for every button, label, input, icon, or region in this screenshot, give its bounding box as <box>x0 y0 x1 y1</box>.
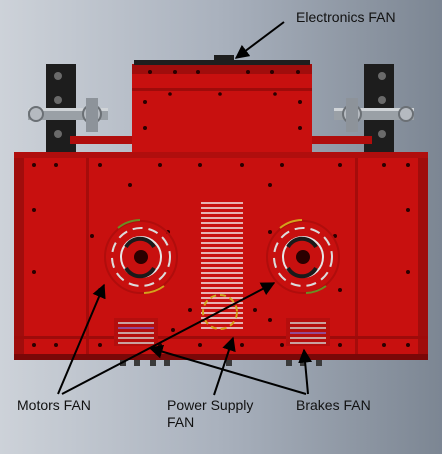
power-supply-fan-label-line2: FAN <box>167 414 195 430</box>
bottom-fasteners <box>120 360 322 366</box>
power-supply-fan-arrow <box>213 336 236 396</box>
power-supply-fan-label-line1: Power Supply <box>167 397 254 413</box>
brakes-fan-arrow-right <box>298 348 313 395</box>
electronics-box <box>132 55 312 160</box>
left-clamp-hardware <box>28 98 108 132</box>
electronics-fan-label: Electronics FAN <box>296 9 396 25</box>
motors-fan-arrow-right <box>61 282 276 395</box>
right-clamp-hardware <box>334 98 414 132</box>
power-supply-fan-label: Power Supply FAN <box>167 397 253 431</box>
motors-fan-arrow-left <box>57 283 106 395</box>
left-motors-fan <box>104 219 178 294</box>
brakes-fan-arrow-left <box>148 344 307 395</box>
brakes-fan-label: Brakes FAN <box>296 397 371 413</box>
right-brake-vent <box>286 318 330 346</box>
callout-arrows <box>57 21 313 396</box>
right-motors-fan <box>266 219 340 294</box>
electronics-fan-arrow <box>234 21 285 59</box>
left-brake-vent <box>114 318 158 346</box>
main-enclosure <box>14 152 428 360</box>
motors-fan-label: Motors FAN <box>17 397 91 413</box>
power-supply-fan-ring <box>202 294 238 330</box>
